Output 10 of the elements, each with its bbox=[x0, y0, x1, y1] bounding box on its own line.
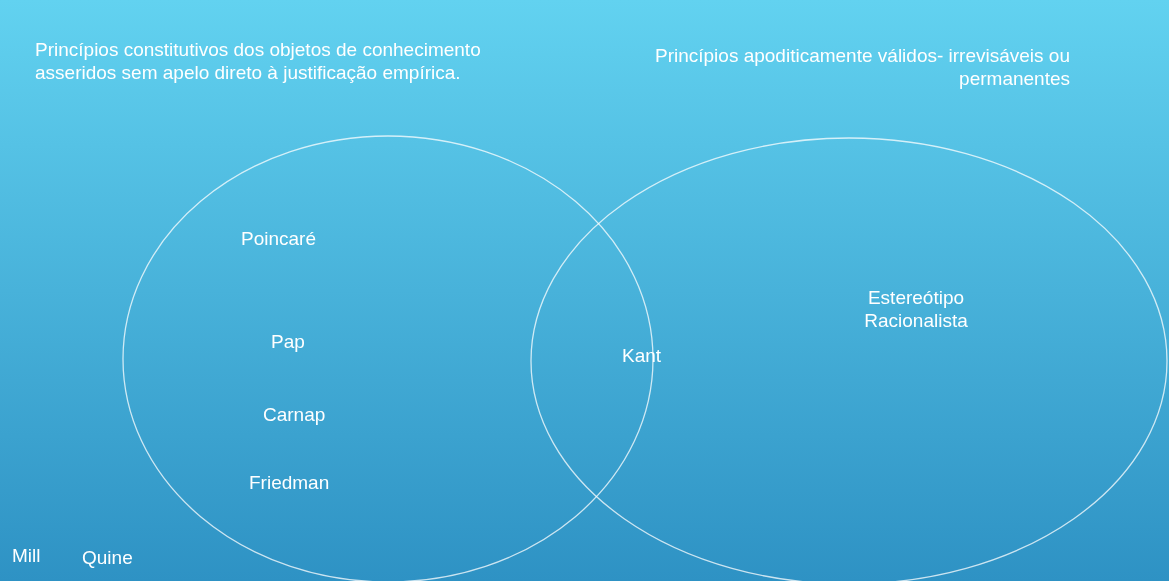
name-text: Friedman bbox=[249, 471, 330, 494]
name-text: Mill bbox=[12, 544, 41, 567]
heading-text: Princípios apoditicamente válidos- irrevisáveis ou permanentes bbox=[653, 44, 1070, 90]
name-text: Estereótipo Racionalista bbox=[863, 286, 969, 332]
name-text: Carnap bbox=[263, 403, 326, 426]
name-text: Pap bbox=[271, 330, 305, 353]
name-text: Quine bbox=[82, 546, 133, 569]
name-text: Poincaré bbox=[241, 227, 316, 250]
heading-text: Princípios constitutivos dos objetos de conhecimento asseridos sem apelo direto à justificação empírica. bbox=[35, 38, 482, 84]
name-text: Kant bbox=[622, 344, 662, 367]
